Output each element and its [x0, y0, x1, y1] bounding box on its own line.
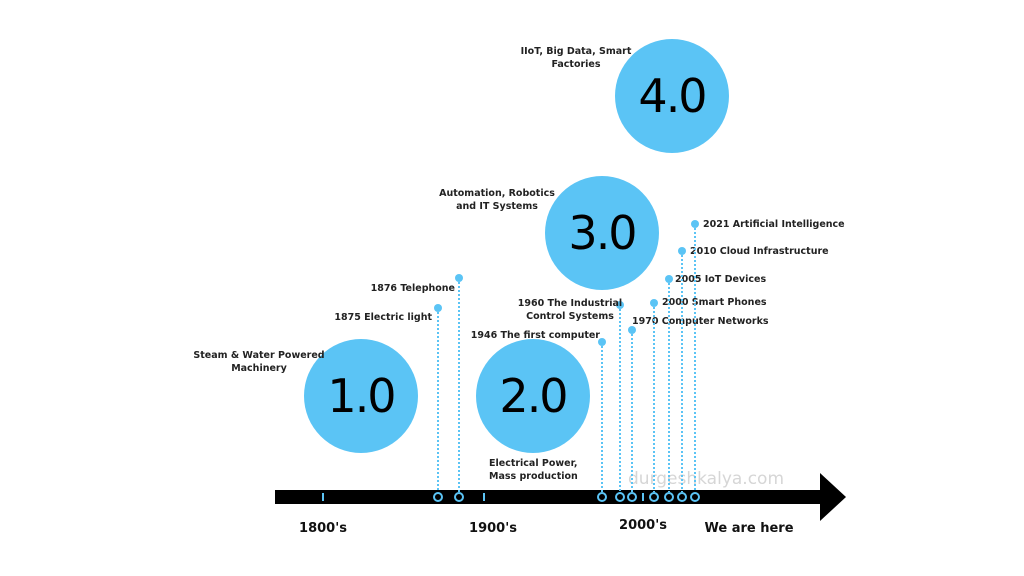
- event-dot: [434, 304, 442, 312]
- events: 1875 Electric light 1876 Telephone 1946 Th…: [334, 219, 845, 502]
- event-axis-marker: [454, 492, 464, 502]
- event-2005: 2005 IoT Devices: [664, 274, 766, 502]
- era-label: 1900's: [469, 521, 517, 536]
- revolution-label: Steam & Water Powered: [193, 350, 324, 361]
- revolution-3.0: 3.0 Automation, Robotics and IT Systems: [439, 176, 659, 290]
- revolution-circle: [476, 339, 590, 453]
- revolution-label: Electrical Power,: [489, 458, 578, 469]
- revolution-label: Automation, Robotics: [439, 188, 555, 199]
- event-2010: 2010 Cloud Infrastructure: [677, 246, 829, 502]
- event-2000: 2000 Smart Phones: [649, 297, 767, 502]
- revolution-circle: [304, 339, 418, 453]
- revolution-version: 2.0: [499, 369, 566, 423]
- event-1970: 1970 Computer Networks: [627, 316, 769, 502]
- event-label: 2010 Cloud Infrastructure: [690, 246, 829, 257]
- event-label: 1876 Telephone: [371, 283, 455, 294]
- timeline-bar: [275, 490, 823, 504]
- event-dot: [691, 220, 699, 228]
- event-label: 2000 Smart Phones: [662, 297, 767, 308]
- event-axis-marker: [664, 492, 674, 502]
- watermark: durgeshkalya.com: [628, 469, 784, 489]
- event-1876: 1876 Telephone: [371, 274, 464, 502]
- revolution-label: and IT Systems: [456, 201, 538, 212]
- event-label: 2021 Artificial Intelligence: [703, 219, 845, 230]
- event-dot: [628, 326, 636, 334]
- event-1875: 1875 Electric light: [334, 304, 443, 502]
- timeline-arrowhead: [820, 473, 846, 521]
- event-axis-marker: [649, 492, 659, 502]
- era-labels: 1800's 1900's 2000's We are here: [299, 518, 794, 536]
- event-label: 1970 Computer Networks: [632, 316, 769, 327]
- event-dot: [665, 275, 673, 283]
- revolution-version: 1.0: [327, 369, 394, 423]
- era-label: 2000's: [619, 518, 667, 533]
- revolution-label: Machinery: [231, 363, 287, 374]
- event-label: 1960 The Industrial: [518, 298, 622, 309]
- revolution-version: 4.0: [638, 69, 705, 123]
- event-axis-marker: [627, 492, 637, 502]
- event-axis-marker: [597, 492, 607, 502]
- event-axis-marker: [690, 492, 700, 502]
- event-axis-marker: [615, 492, 625, 502]
- event-label: 1946 The first computer: [471, 330, 601, 341]
- event-axis-marker: [677, 492, 687, 502]
- event-axis-marker: [433, 492, 443, 502]
- event-dot: [455, 274, 463, 282]
- revolution-circle: [545, 176, 659, 290]
- timeline-axis: [275, 473, 846, 521]
- revolution-label: Factories: [551, 59, 600, 70]
- event-1946: 1946 The first computer: [471, 330, 607, 502]
- revolution-label: IIoT, Big Data, Smart: [521, 46, 632, 57]
- event-label: Control Systems: [526, 311, 614, 322]
- era-label: We are here: [704, 521, 793, 536]
- event-dot: [650, 299, 658, 307]
- event-dot: [598, 338, 606, 346]
- revolution-label: Mass production: [489, 471, 578, 482]
- event-label: 1875 Electric light: [334, 312, 432, 323]
- event-2021: 2021 Artificial Intelligence: [690, 219, 845, 502]
- era-label: 1800's: [299, 521, 347, 536]
- event-label: 2005 IoT Devices: [675, 274, 766, 285]
- event-dot: [678, 247, 686, 255]
- event-dot: [616, 301, 624, 309]
- revolution-version: 3.0: [568, 206, 635, 260]
- revolution-circle: [615, 39, 729, 153]
